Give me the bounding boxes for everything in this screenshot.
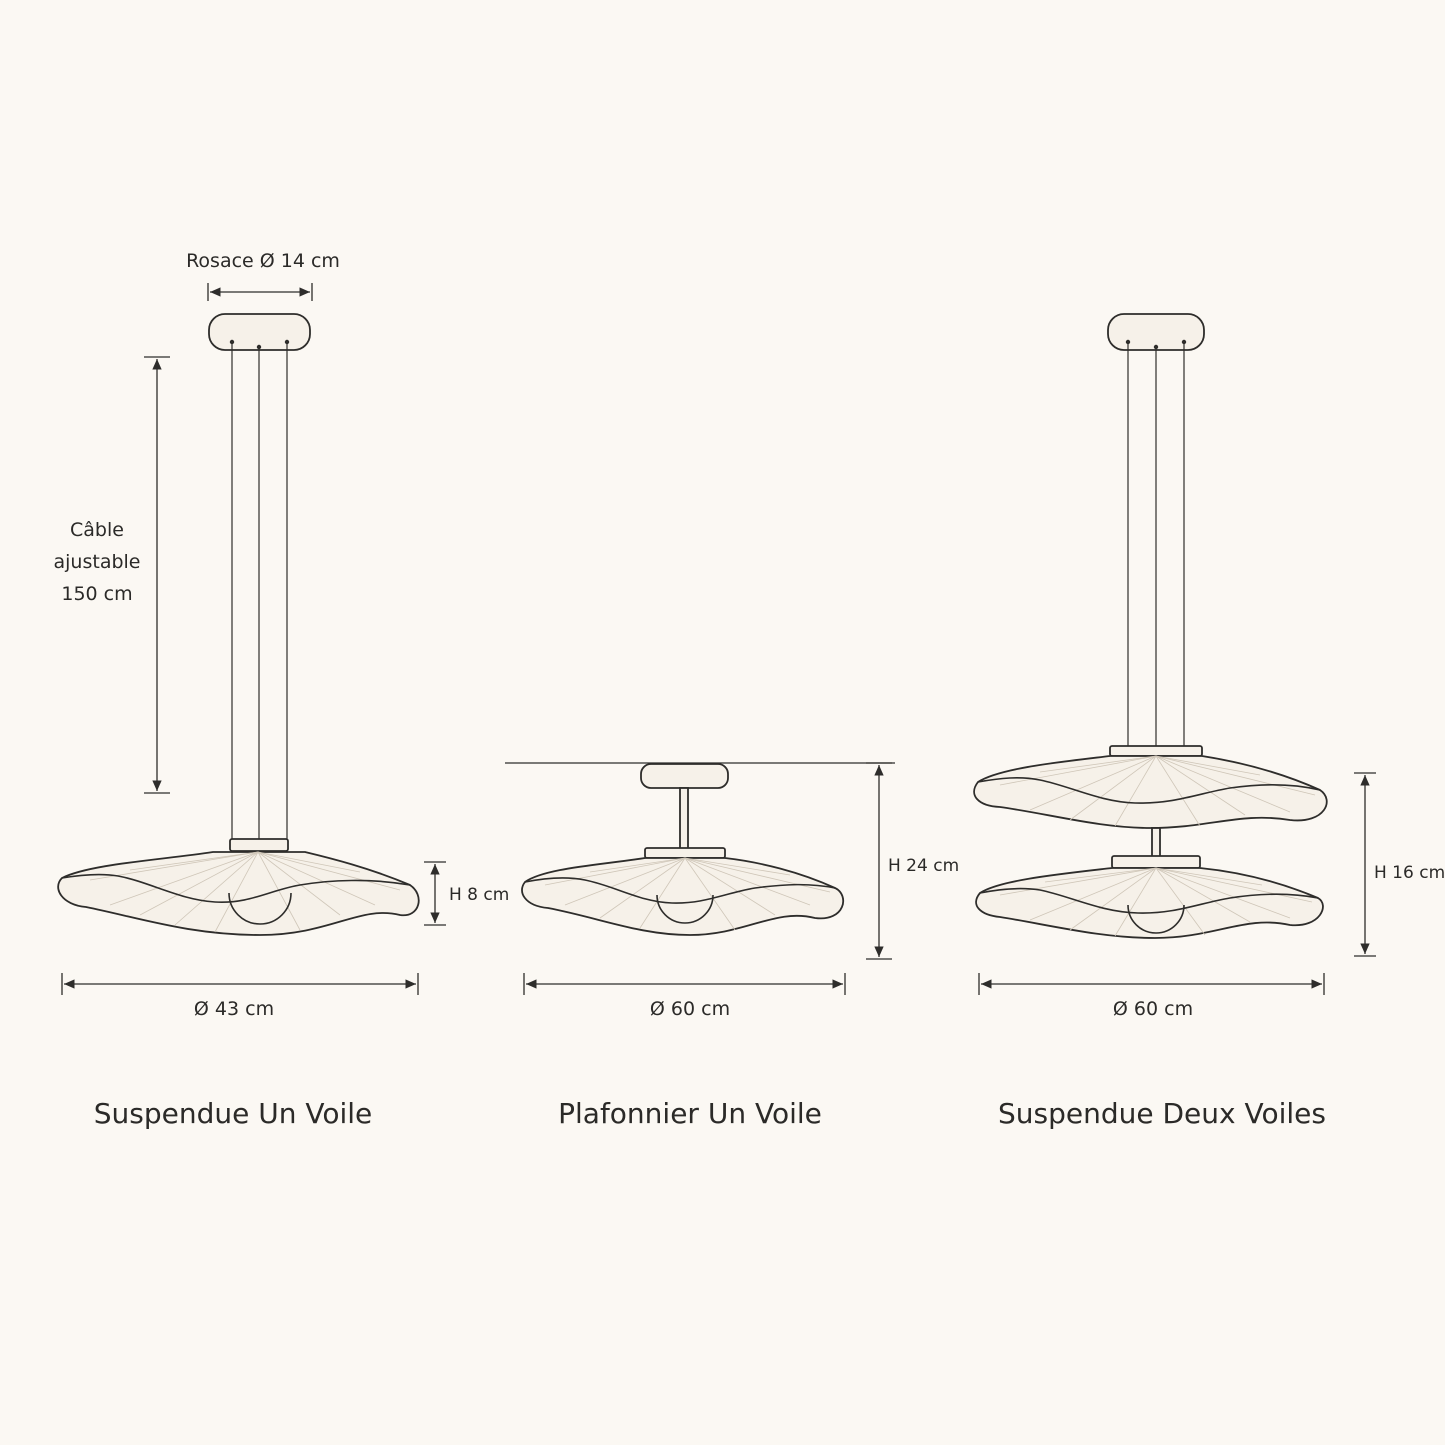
- height-dimension: [866, 762, 892, 960]
- height-label: H 24 cm: [888, 856, 960, 876]
- model-title: Suspendue Deux Voiles: [998, 1097, 1326, 1130]
- cable-label-line-2: ajustable: [53, 551, 141, 573]
- sail-shade: [521, 847, 845, 936]
- ceiling-canopy: [640, 763, 729, 789]
- suspension-cables: [231, 342, 288, 846]
- diameter-dimension: [61, 973, 419, 995]
- rosace-label: Rosace Ø 14 cm: [186, 250, 340, 272]
- height-label: H 8 cm: [449, 885, 510, 905]
- diameter-label: Ø 60 cm: [649, 998, 731, 1020]
- lower-sail-shade: [975, 855, 1324, 939]
- sail-shade: [57, 838, 420, 936]
- mounting-rod: [679, 787, 689, 851]
- ceiling-canopy: [208, 313, 311, 351]
- rosace-dimension: [207, 283, 313, 301]
- diameter-dimension: [523, 973, 846, 995]
- suspension-cables: [1127, 342, 1185, 748]
- ceiling-canopy: [1107, 313, 1205, 351]
- cable-label-line-1: Câble: [70, 519, 124, 541]
- diameter-dimension: [978, 973, 1325, 995]
- upper-sail-shade: [973, 745, 1328, 829]
- model-title: Plafonnier Un Voile: [558, 1097, 822, 1130]
- height-dimension: [1354, 772, 1376, 957]
- ceiling-one-sail: [505, 762, 895, 995]
- connecting-rod: [1151, 827, 1161, 859]
- height-label: H 16 cm: [1374, 863, 1445, 883]
- model-title: Suspendue Un Voile: [93, 1097, 373, 1130]
- cable-dimension: [144, 356, 170, 794]
- pendant-two-sails: [973, 313, 1376, 995]
- diameter-label: Ø 43 cm: [193, 998, 275, 1020]
- pendant-one-sail: [57, 283, 446, 995]
- diameter-label: Ø 60 cm: [1112, 998, 1194, 1020]
- height-dimension: [424, 861, 446, 926]
- cable-label-line-3: 150 cm: [61, 583, 133, 605]
